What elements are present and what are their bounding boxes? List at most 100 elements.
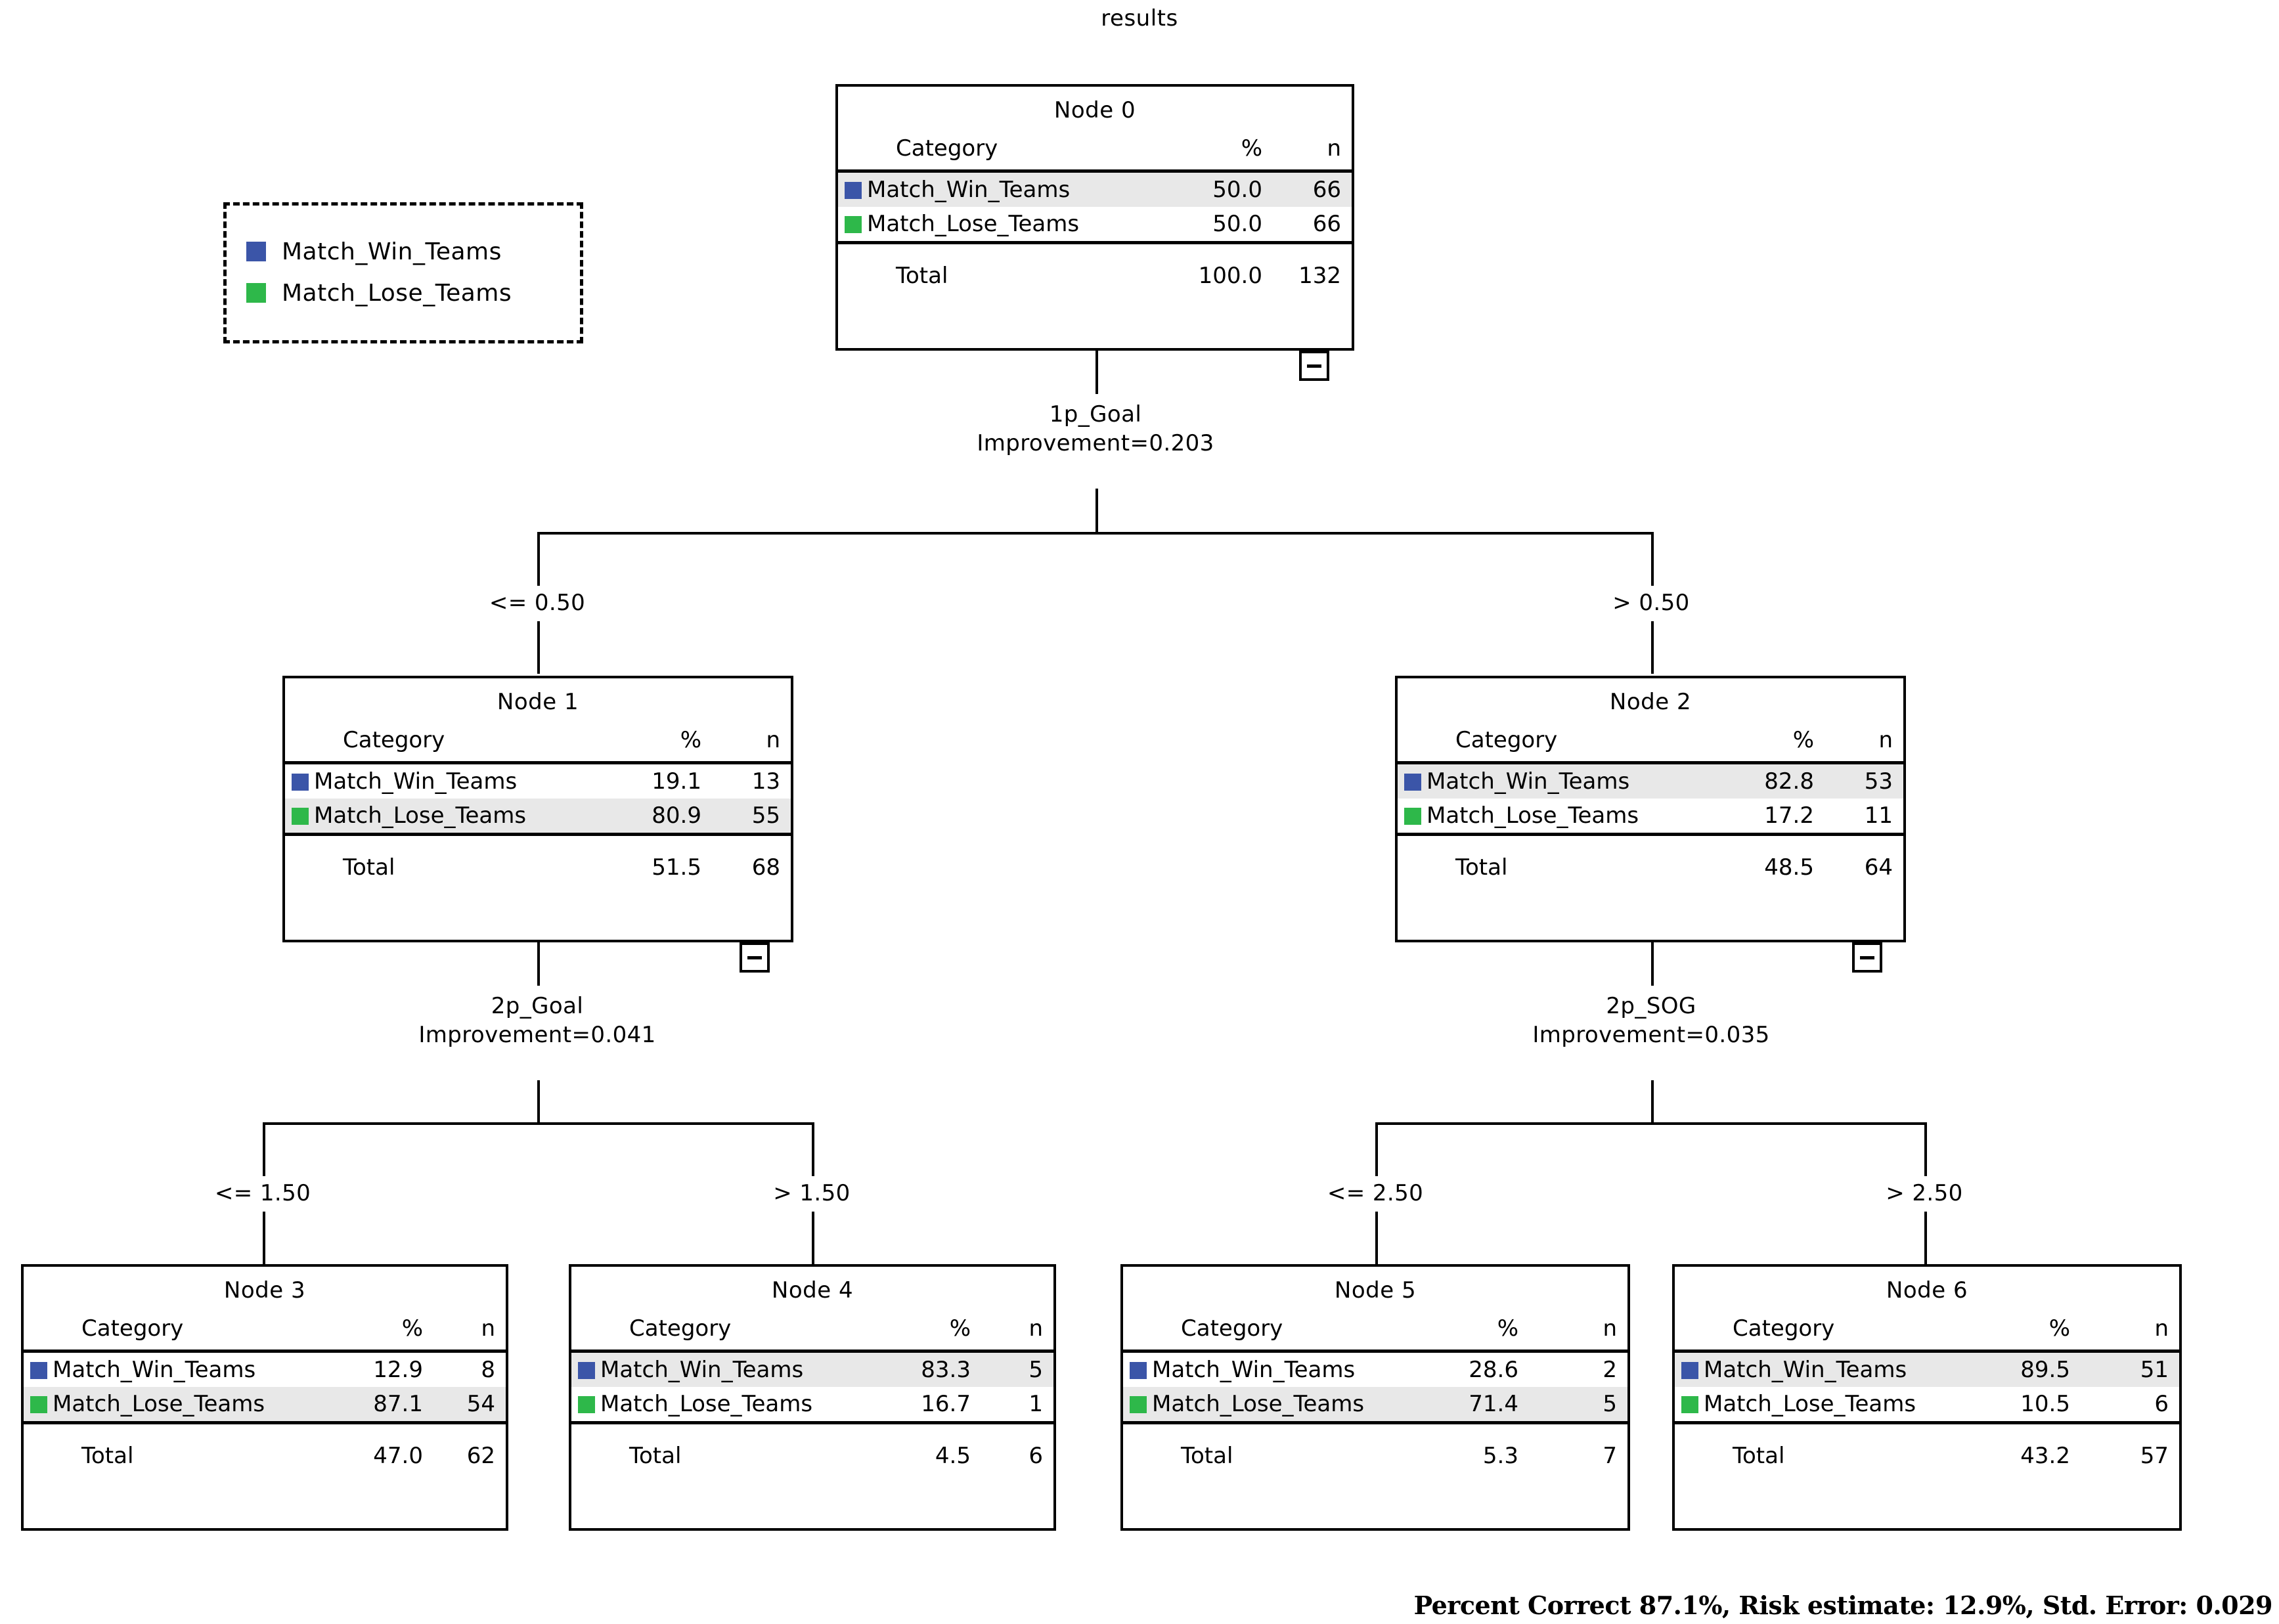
tree-node-5[interactable]: Node 5 Category % n Match_Win_Teams 28.6…	[1120, 1264, 1630, 1531]
node-3-rule-bottom	[24, 1420, 506, 1424]
node-3-table: Category % n Match_Win_Teams 12.9 8 Matc…	[24, 1310, 506, 1477]
node-5-table: Category % n Match_Win_Teams 28.6 2 Matc…	[1123, 1310, 1627, 1477]
node-3-rule-top	[24, 1348, 506, 1353]
node-2-rule-bottom	[1398, 831, 1903, 836]
node-6-header-percent: %	[2048, 1315, 2070, 1342]
node-5-swatch-lose	[1123, 1387, 1152, 1421]
node-5-swatch-win	[1123, 1351, 1152, 1388]
node-2-table: Category % n Match_Win_Teams 82.8 53 Mat…	[1398, 722, 1903, 889]
node-0-total-n: 132	[1298, 263, 1341, 289]
tree-node-6[interactable]: Node 6 Category % n Match_Win_Teams 89.5…	[1672, 1264, 2182, 1531]
tree-node-2[interactable]: Node 2 Category % n Match_Win_Teams 82.8…	[1395, 676, 1906, 942]
node-0-title: Node 0	[1053, 97, 1136, 123]
tree-node-0[interactable]: Node 0 Category % n Match_Win_Teams 50.0…	[835, 84, 1354, 351]
node-4-rule-bottom	[571, 1420, 1053, 1424]
node-0-label-lose: Match_Lose_Teams	[867, 211, 1080, 237]
legend-item-win: Match_Win_Teams	[246, 235, 502, 268]
tree-node-3[interactable]: Node 3 Category % n Match_Win_Teams 12.9…	[21, 1264, 508, 1531]
node-5-rule-top	[1123, 1348, 1627, 1353]
node-1-row-lose: Match_Lose_Teams 80.9 55	[285, 799, 791, 833]
node-2-total-n: 64	[1864, 854, 1893, 881]
node-6-title: Node 6	[1886, 1277, 1968, 1304]
node-4-table: Category % n Match_Win_Teams 83.3 5 Matc…	[571, 1310, 1053, 1477]
node-3-title: Node 3	[223, 1277, 306, 1304]
node-1-pct-win: 19.1	[652, 768, 701, 795]
node-1-title: Node 1	[497, 689, 579, 715]
node-3-header-count: n	[481, 1315, 495, 1342]
node-5-label-win: Match_Win_Teams	[1152, 1357, 1356, 1383]
node-4-total-row: Total 4.5 6	[571, 1423, 1053, 1478]
node-5-row-lose: Match_Lose_Teams 71.4 5	[1123, 1387, 1627, 1421]
split-variable-n2: 2p_SOG	[1606, 993, 1696, 1019]
node-3-total-label: Total	[81, 1443, 134, 1469]
connector-n2-bus	[1375, 1122, 1927, 1125]
tree-node-1[interactable]: Node 1 Category % n Match_Win_Teams 19.1…	[282, 676, 793, 942]
node-0-swatch-lose	[838, 207, 867, 241]
tree-node-4[interactable]: Node 4 Category % n Match_Win_Teams 83.3…	[569, 1264, 1056, 1531]
node-0-rule-top	[838, 168, 1352, 173]
node-3-pct-win: 12.9	[373, 1357, 423, 1383]
split-label-n1: 2p_Goal Improvement=0.041	[275, 992, 800, 1049]
connector-root-stem	[1095, 351, 1098, 394]
node-2-row-lose: Match_Lose_Teams 17.2 11	[1398, 799, 1903, 833]
node-2-n-lose: 11	[1864, 802, 1893, 829]
node-6-total-n: 57	[2140, 1443, 2169, 1469]
node-4-header-count: n	[1029, 1315, 1043, 1342]
node-5-rule-bottom	[1123, 1420, 1627, 1424]
page-title: results	[1101, 5, 1178, 32]
node-1-header-row: Category % n	[285, 722, 791, 761]
node-3-header-category: Category	[81, 1315, 184, 1342]
node-0-row-win: Match_Win_Teams 50.0 66	[838, 171, 1352, 208]
node-1-collapse-button[interactable]	[740, 942, 770, 973]
node-2-header-row: Category % n	[1398, 722, 1903, 761]
connector-n3-drop-upper	[263, 1122, 265, 1176]
split-variable-root: 1p_Goal	[1049, 401, 1142, 428]
connector-root-bus	[537, 532, 1654, 535]
connector-n6-drop-upper	[1924, 1122, 1927, 1176]
node-5-n-win: 2	[1603, 1357, 1617, 1383]
node-5-total-label: Total	[1181, 1443, 1233, 1469]
node-3-pct-lose: 87.1	[373, 1391, 423, 1417]
connector-n1-stem-lower	[537, 1080, 540, 1124]
node-2-header-category: Category	[1455, 727, 1558, 753]
node-1-table: Category % n Match_Win_Teams 19.1 13 Mat…	[285, 722, 791, 889]
node-4-rule-top	[571, 1348, 1053, 1353]
model-summary-footer: Percent Correct 87.1%, Risk estimate: 12…	[1413, 1591, 2273, 1620]
branch-label-n1-right: > 1.50	[773, 1180, 851, 1206]
node-4-label-win: Match_Win_Teams	[600, 1357, 804, 1383]
node-2-total-pct: 48.5	[1764, 854, 1814, 881]
node-0-pct-win: 50.0	[1212, 177, 1262, 203]
connector-right-drop-upper	[1651, 532, 1654, 586]
node-0-total-row: Total 100.0 132	[838, 243, 1352, 297]
node-4-pct-win: 83.3	[921, 1357, 971, 1383]
node-0-header-category: Category	[896, 135, 998, 162]
node-4-title: Node 4	[771, 1277, 854, 1304]
node-5-total-row: Total 5.3 7	[1123, 1423, 1627, 1478]
node-1-total-n: 68	[751, 854, 780, 881]
node-2-collapse-button[interactable]	[1852, 942, 1882, 973]
node-1-swatch-lose	[285, 799, 314, 833]
node-0-total-pct: 100.0	[1198, 263, 1262, 289]
node-0-collapse-button[interactable]	[1299, 351, 1329, 381]
node-4-row-win: Match_Win_Teams 83.3 5	[571, 1351, 1053, 1387]
node-6-row-win: Match_Win_Teams 89.5 51	[1675, 1351, 2179, 1387]
connector-n5-drop-lower	[1375, 1212, 1378, 1264]
node-2-rule-top	[1398, 760, 1903, 764]
node-3-row-lose: Match_Lose_Teams 87.1 54	[24, 1387, 506, 1421]
node-1-row-win: Match_Win_Teams 19.1 13	[285, 763, 791, 799]
split-improvement-n1: Improvement=0.041	[418, 1021, 656, 1048]
node-6-rule-top	[1675, 1348, 2179, 1353]
node-0-swatch-win	[838, 171, 867, 208]
node-6-header-row: Category % n	[1675, 1310, 2179, 1350]
connector-right-drop-lower	[1651, 621, 1654, 674]
node-3-n-win: 8	[481, 1357, 495, 1383]
node-1-pct-lose: 80.9	[652, 802, 701, 829]
connector-left-drop-lower	[537, 621, 540, 674]
legend-label-win: Match_Win_Teams	[282, 238, 502, 265]
node-1-total-pct: 51.5	[652, 854, 701, 881]
node-0-pct-lose: 50.0	[1212, 211, 1262, 237]
node-4-total-label: Total	[629, 1443, 682, 1469]
node-4-n-lose: 1	[1029, 1391, 1043, 1417]
node-6-pct-win: 89.5	[2020, 1357, 2070, 1383]
split-variable-n1: 2p_Goal	[491, 993, 584, 1019]
